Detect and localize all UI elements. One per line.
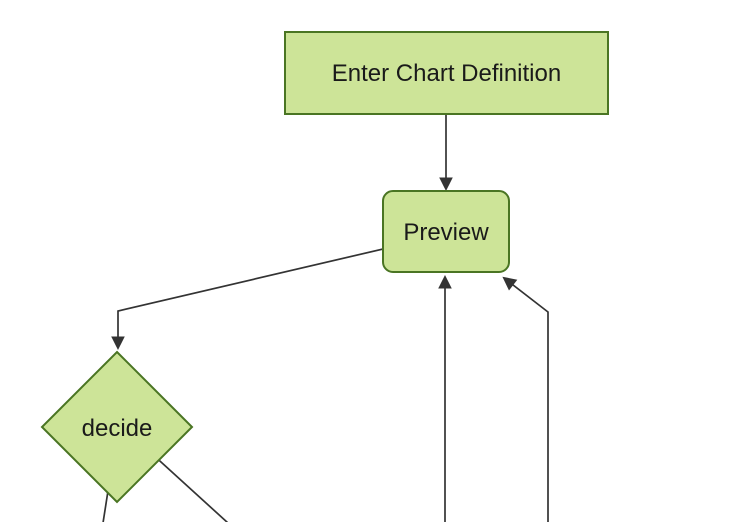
edge-preview-to-decide xyxy=(111,248,384,351)
node-layer: Enter Chart Definition Preview decide xyxy=(40,31,609,504)
node-enter-chart-definition xyxy=(284,31,609,115)
node-decide xyxy=(40,350,194,504)
node-label-preview: Preview xyxy=(403,219,489,246)
edge-layer xyxy=(102,113,549,522)
edge-bottom-right-to-preview xyxy=(502,276,549,522)
node-label-enter-chart-definition: Enter Chart Definition xyxy=(332,60,561,87)
edge-decide-to-bottom-right xyxy=(149,451,229,522)
node-preview xyxy=(382,190,510,273)
node-label-decide: decide xyxy=(82,415,153,442)
